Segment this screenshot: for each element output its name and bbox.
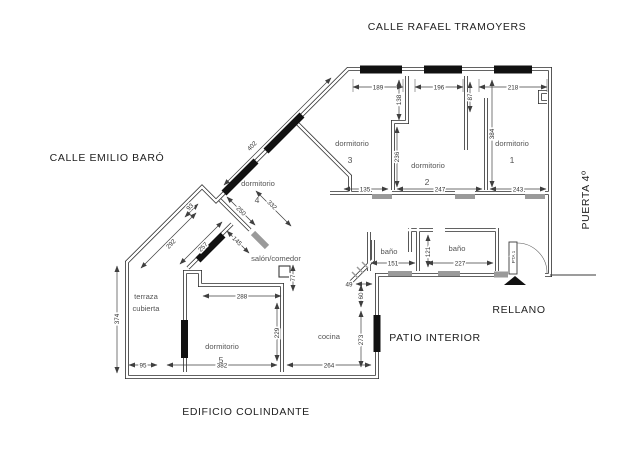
column — [278, 265, 291, 278]
room-bedroom1-number: 1 — [510, 155, 515, 165]
dim-189: 189 — [373, 84, 384, 91]
dim-332: 332 — [265, 199, 278, 212]
dimension-lines — [114, 77, 548, 374]
dim-121: 121 — [425, 246, 432, 257]
room-bath1-label: baño — [381, 247, 398, 256]
threshold-bedroom3 — [372, 194, 392, 199]
room-terraza-label-1: terraza — [134, 292, 158, 301]
dim-135: 135 — [360, 186, 371, 193]
walls-core — [125, 67, 552, 379]
dim-247: 247 — [435, 186, 446, 193]
dim-218: 218 — [508, 84, 519, 91]
threshold-bedroom2 — [455, 194, 475, 199]
room-bedroom3-label: dormitorio — [335, 139, 369, 148]
window-bar-top-1 — [360, 65, 402, 74]
threshold-bedroom4 — [250, 230, 270, 250]
shaft-hatch-3 — [361, 261, 369, 269]
room-bedroom1-label: dormitorio — [495, 139, 529, 148]
dim-273: 273 — [358, 334, 365, 345]
entrance-door-label: PTA 1 — [511, 250, 517, 263]
room-bedroom2-label: dormitorio — [411, 161, 445, 170]
dim-382: 382 — [217, 362, 228, 369]
dim-374: 374 — [114, 313, 121, 324]
room-living-label: salón/comedor — [251, 254, 301, 263]
dim-87: 87 — [467, 93, 474, 101]
dim-196: 196 — [434, 84, 445, 91]
street-bottom-label: EDIFICIO COLINDANTE — [182, 406, 310, 418]
patio-label: PATIO INTERIOR — [389, 332, 480, 344]
rellano-label: RELLANO — [492, 304, 545, 316]
room-bedroom3-number: 3 — [348, 155, 353, 165]
threshold-patio-2 — [438, 271, 460, 276]
window-bar-terraza — [181, 320, 188, 358]
dim-138: 138 — [396, 94, 403, 105]
room-bedroom4-label: dormitorio — [241, 179, 275, 188]
room-terraza-label-2: cubierta — [132, 304, 160, 313]
dim-236: 236 — [394, 151, 401, 162]
street-top-label: CALLE RAFAEL TRAMOYERS — [368, 21, 527, 33]
window-bar-patio — [373, 315, 381, 352]
entrance-door-leaf — [508, 241, 518, 275]
dim-243: 243 — [513, 186, 524, 193]
dim-145: 145 — [230, 235, 243, 248]
dim-49: 49 — [345, 281, 353, 288]
room-bedroom2-number: 2 — [425, 177, 430, 187]
street-right-label: PUERTA 4º — [580, 170, 592, 229]
room-bedroom5-number: 5 — [219, 355, 224, 365]
shaft-hatch-1 — [351, 271, 359, 279]
room-bath2-label: baño — [449, 244, 466, 253]
dim-292: 292 — [165, 238, 178, 251]
dim-151: 151 — [388, 260, 399, 267]
entrance-door-swing — [516, 242, 548, 274]
dim-95: 95 — [139, 362, 147, 369]
dim-77: 77 — [290, 274, 297, 282]
street-left-label: CALLE EMILIO BARÓ — [50, 151, 165, 164]
dim-288: 288 — [237, 293, 248, 300]
window-bar-facade-2 — [221, 158, 259, 196]
dim-384: 384 — [489, 128, 496, 139]
entrance-triangle-marker — [504, 276, 526, 285]
room-kitchen-label: cocina — [318, 332, 341, 341]
shaft-hatch-2 — [356, 266, 364, 274]
dim-264: 264 — [324, 362, 335, 369]
dim-60: 60 — [358, 292, 365, 300]
window-bar-top-2 — [424, 65, 462, 74]
dim-229: 229 — [274, 327, 281, 338]
threshold-bedroom1 — [525, 194, 545, 199]
room-bedroom4-number: 4 — [255, 195, 260, 205]
threshold-patio-1 — [388, 271, 412, 276]
dim-227: 227 — [455, 260, 466, 267]
room-bedroom5-label: dormitorio — [205, 342, 239, 351]
window-bar-facade-1 — [263, 112, 305, 154]
threshold-entrance — [494, 271, 508, 278]
window-bar-top-3 — [494, 65, 532, 74]
dim-402: 402 — [246, 140, 259, 153]
